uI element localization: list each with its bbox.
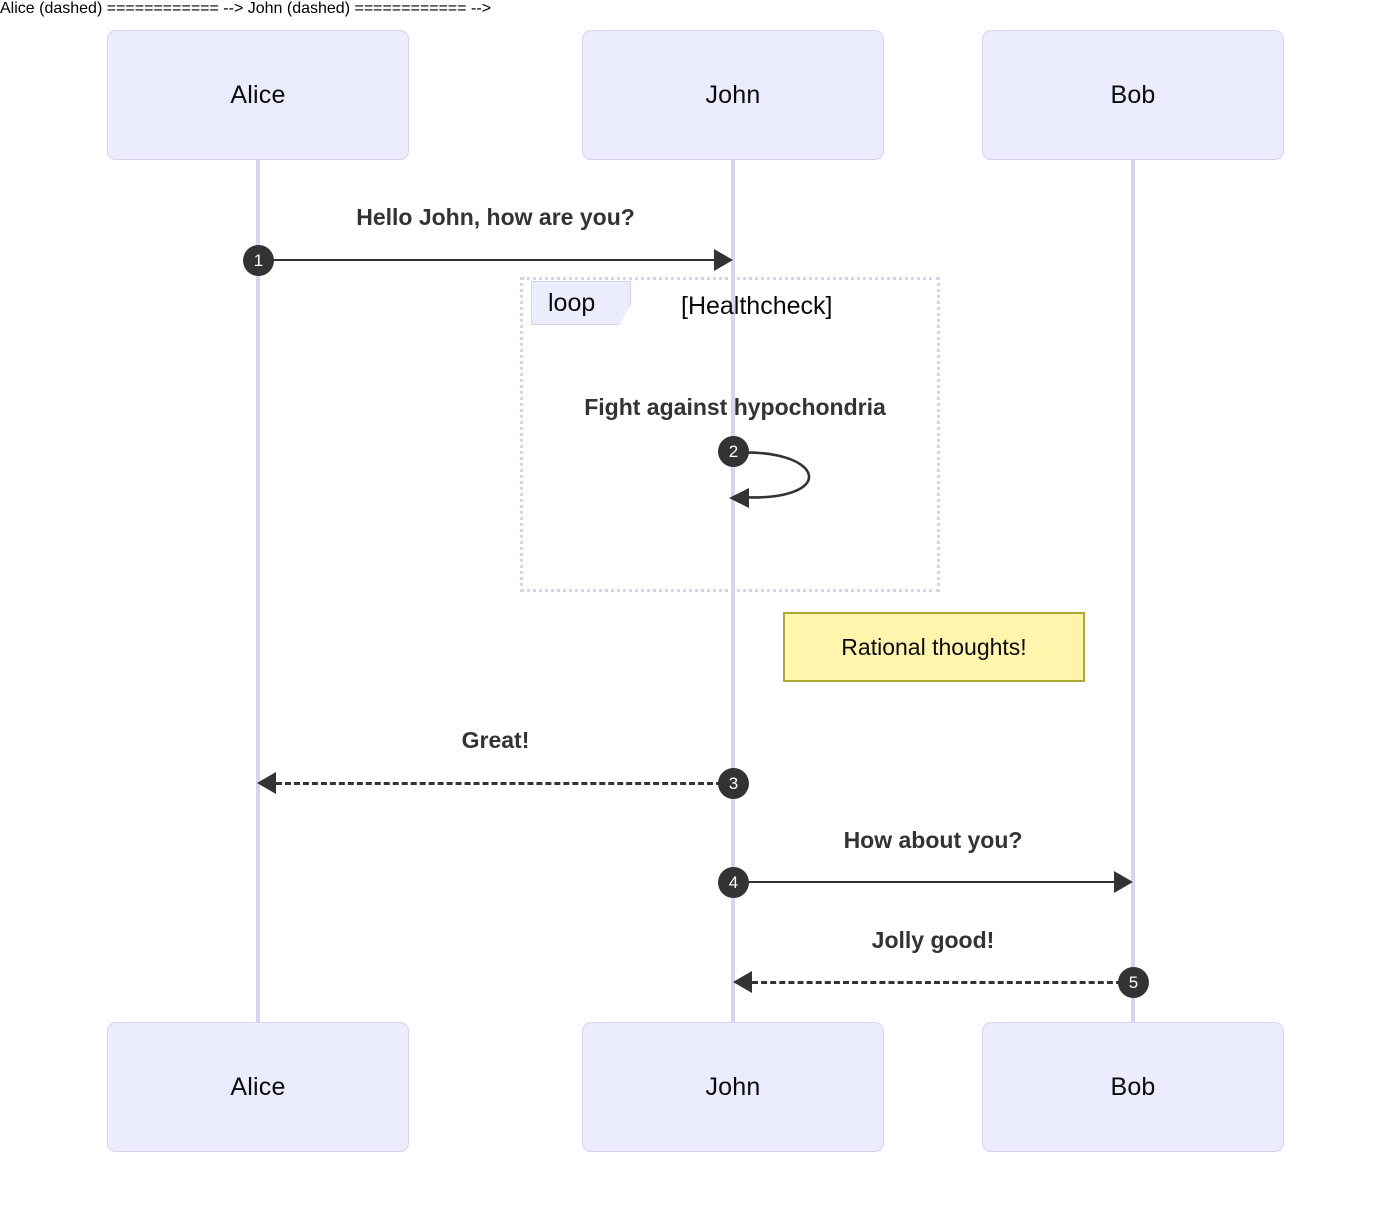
actor-box-alice-bottom[interactable]: Alice [107,1022,409,1152]
lifeline-john [731,160,735,1026]
message-label-5: Jolly good! [871,927,995,953]
sequence-badge-4: 4 [718,867,749,898]
arrow-head-right-1 [714,249,733,271]
actor-label-bob-top: Bob [1110,80,1156,109]
sequence-badge-1: 1 [243,245,274,276]
sequence-badge-5: 5 [1118,967,1149,998]
message-label-1: Hello John, how are you? [356,204,635,230]
actor-label-john-bottom: John [705,1072,761,1101]
message-label-2: Fight against hypochondria [584,394,886,420]
message-line-4 [748,881,1124,883]
actor-label-john-top: John [705,80,761,109]
actor-box-john-top[interactable]: John [582,30,884,160]
actor-box-john-bottom[interactable]: John [582,1022,884,1152]
loop-label-tab: loop [531,281,631,325]
actor-label-alice-bottom: Alice [230,1072,286,1101]
lifeline-alice [256,160,260,1026]
lifeline-bob [1131,160,1135,1026]
message-label-3: Great! [461,727,530,753]
actor-label-alice-top: Alice [230,80,286,109]
actor-box-bob-top[interactable]: Bob [982,30,1284,160]
arrow-head-left-3 [257,772,276,794]
message-label-4: How about you? [843,827,1023,853]
arrow-head-right-4 [1114,871,1133,893]
message-line-1 [272,259,724,261]
note-text: Rational thoughts! [841,633,1027,660]
note-rational-thoughts: Rational thoughts! [783,612,1085,682]
message-line-5 [752,981,1122,984]
sequence-badge-3: 3 [718,768,749,799]
sequence-badge-2: 2 [718,436,749,467]
actor-box-alice-top[interactable]: Alice [107,30,409,160]
message-line-3 [276,782,722,785]
self-message-arc-2 [729,451,811,508]
actor-box-bob-bottom[interactable]: Bob [982,1022,1284,1152]
loop-title: [Healthcheck] [681,292,833,320]
actor-label-bob-bottom: Bob [1110,1072,1156,1101]
loop-block [520,277,940,592]
arrow-head-left-5 [733,971,752,993]
loop-keyword: loop [548,288,596,317]
